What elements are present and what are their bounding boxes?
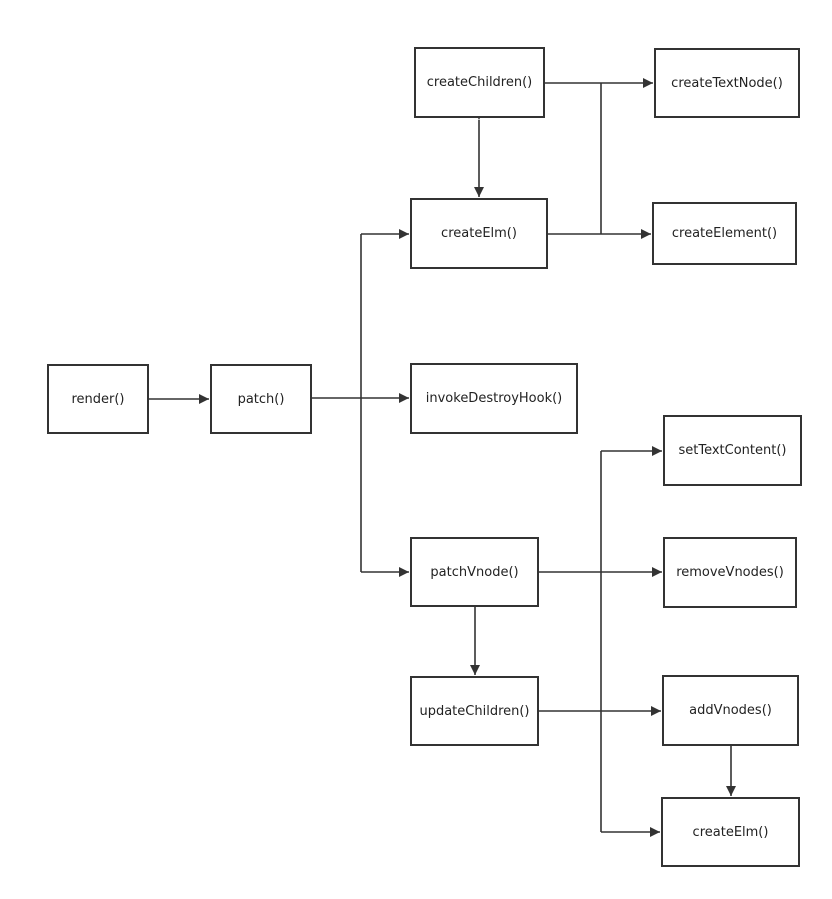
node-label: render() (71, 391, 125, 407)
node-label: patch() (237, 391, 285, 407)
node-label: createElement() (671, 226, 778, 241)
node-createElement: createElement() (652, 202, 797, 265)
node-updateChildren: updateChildren() (410, 676, 539, 746)
node-invokeDestroyHook: invokeDestroyHook() (410, 363, 578, 434)
node-label: createTextNode() (671, 75, 783, 91)
node-label: patchVnode() (430, 564, 519, 580)
node-createChildren: createChildren() (414, 47, 545, 118)
node-label: createChildren() (426, 75, 533, 90)
node-render: render() (47, 364, 149, 434)
node-addVnodes: addVnodes() (662, 675, 799, 746)
node-createElm-bottom: createElm() (661, 797, 800, 867)
node-removeVnodes: removeVnodes() (663, 537, 797, 608)
node-setTextContent: setTextContent() (663, 415, 802, 486)
node-label: updateChildren() (419, 703, 530, 719)
node-label: createElm() (441, 226, 517, 241)
node-label: removeVnodes() (676, 565, 784, 580)
node-createElm-top: createElm() (410, 198, 548, 269)
node-label: invokeDestroyHook() (425, 391, 563, 406)
node-label: setTextContent() (678, 443, 787, 458)
node-patchVnode: patchVnode() (410, 537, 539, 607)
node-patch: patch() (210, 364, 312, 434)
node-createTextNode: createTextNode() (654, 48, 800, 118)
node-label: createElm() (692, 824, 769, 840)
node-label: addVnodes() (689, 703, 772, 718)
